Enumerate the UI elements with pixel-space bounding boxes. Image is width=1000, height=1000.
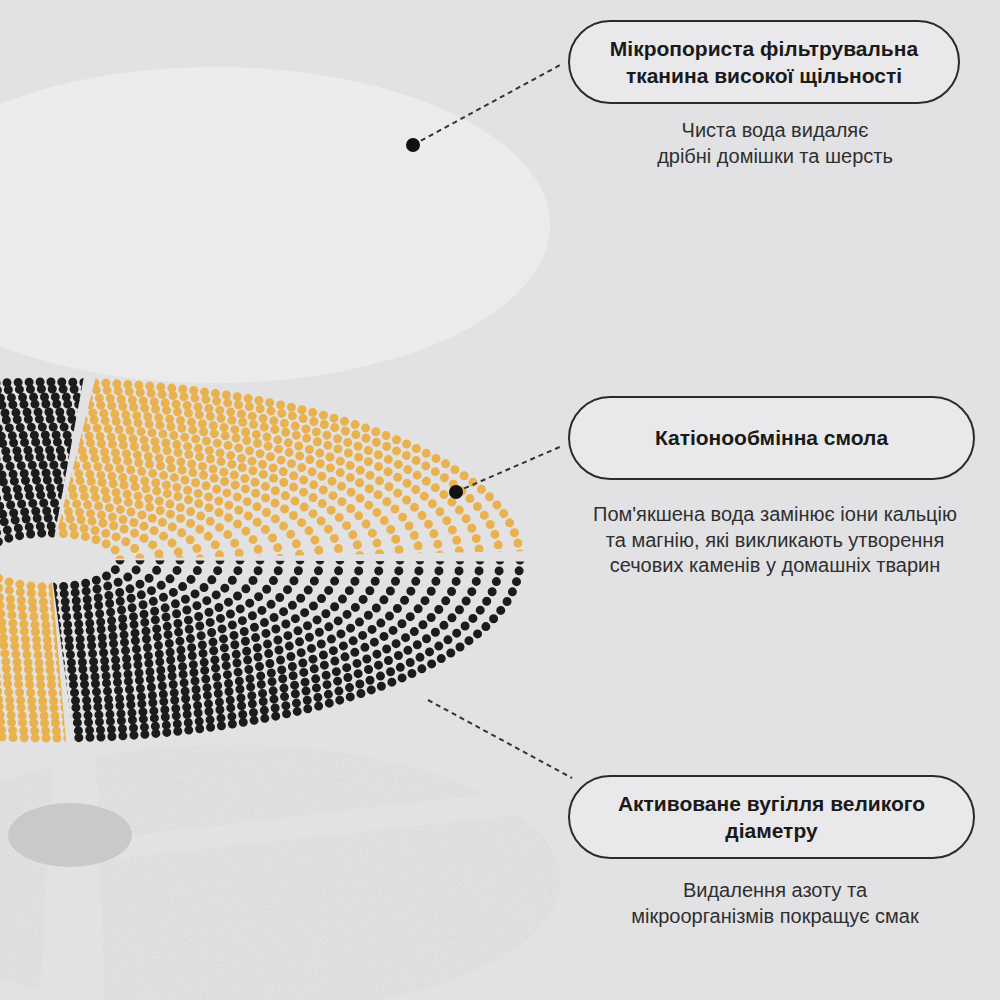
callout-heading: Мікропориста фільтрувальна тканина висок…	[596, 35, 932, 90]
resin-ring	[0, 382, 520, 738]
callout-pill: Активоване вугілля великого діаметру	[568, 775, 975, 859]
leader-dot	[449, 485, 463, 499]
description-text: Чиста вода видаляє дрібні домішки та шер…	[605, 118, 945, 169]
carbon-disc	[0, 730, 560, 1000]
leader-lines	[413, 64, 572, 778]
callout-pill: Мікропориста фільтрувальна тканина висок…	[568, 20, 960, 104]
callout-heading: Катіонообмінна смола	[655, 424, 888, 451]
leader-dot	[406, 138, 420, 152]
description-text: Пом'якшена вода замінює іони кальцію та …	[555, 502, 995, 579]
callout-heading: Активоване вугілля великого діаметру	[596, 790, 947, 845]
description-text: Видалення азоту та мікроорганізмів покра…	[555, 878, 995, 929]
filter-fabric	[0, 67, 550, 383]
callout-pill: Катіонообмінна смола	[568, 396, 975, 480]
